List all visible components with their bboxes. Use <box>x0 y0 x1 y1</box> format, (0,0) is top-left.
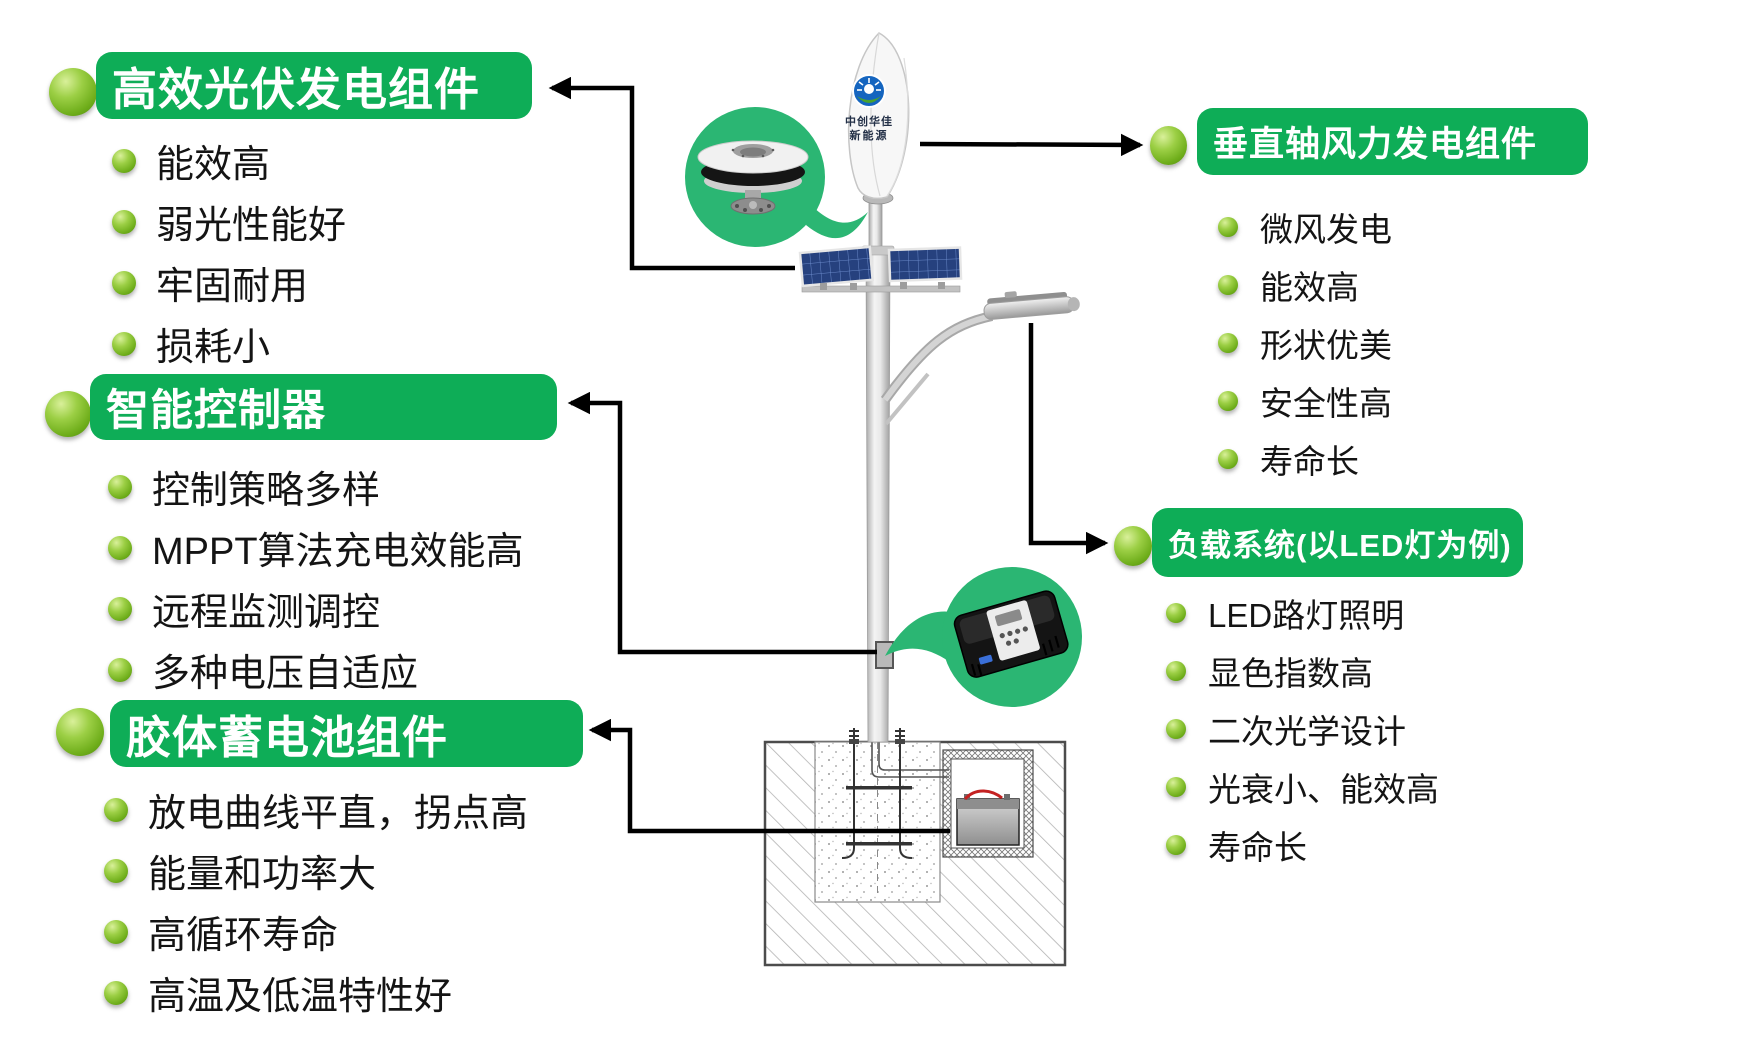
controller-section-ball <box>45 391 91 437</box>
panel-mount-bar <box>801 285 961 293</box>
wind-feature-list: 微风发电 能效高 形状优美 安全性高 寿命长 <box>1210 198 1392 488</box>
solar-panel-right <box>887 246 963 283</box>
bullet-ball-icon <box>104 980 128 1005</box>
battery-feature-item: 放电曲线平直，拐点高 <box>96 779 528 840</box>
bullet-ball-icon <box>104 858 128 883</box>
turbine-brand-line2: 新能源 <box>850 128 889 142</box>
load-feature-item: 显色指数高 <box>1158 642 1439 700</box>
bullet-ball-icon <box>108 474 132 499</box>
bullet-ball-icon <box>1218 449 1238 469</box>
battery-feature-list: 放电曲线平直，拐点高 能量和功率大 高循环寿命 高温及低温特性好 <box>96 779 528 1023</box>
turbine-brand-line1: 中创华佳 <box>845 114 893 128</box>
wind-feature-item: 能效高 <box>1210 256 1392 314</box>
bullet-ball-icon <box>112 270 136 295</box>
battery-section-header: 胶体蓄电池组件 <box>110 700 583 767</box>
turbine-generator-inset <box>685 107 868 247</box>
bullet-ball-icon <box>1166 835 1186 855</box>
foundation-drawing <box>763 728 1067 967</box>
controller-section-header: 智能控制器 <box>90 374 557 440</box>
bullet-ball-icon <box>104 797 128 822</box>
arrow-to-pv <box>548 76 795 271</box>
battery-feature-item: 高温及低温特性好 <box>96 962 528 1023</box>
arrow-to-controller <box>567 391 877 655</box>
controller-on-pole <box>875 641 894 669</box>
pv-feature-item: 弱光性能好 <box>104 191 346 252</box>
battery-cable <box>963 789 1003 801</box>
bullet-ball-icon <box>1218 333 1238 353</box>
bullet-ball-icon <box>1218 275 1238 295</box>
turbine-logo <box>852 74 886 108</box>
load-feature-item: 光衰小、能效高 <box>1158 758 1439 816</box>
bullet-ball-icon <box>1166 603 1186 623</box>
controller-feature-list: 控制策略多样 MPPT算法充电效能高 远程监测调控 多种电压自适应 <box>100 456 524 700</box>
load-feature-item: 二次光学设计 <box>1158 700 1439 758</box>
wind-feature-item: 寿命长 <box>1210 430 1392 488</box>
controller-feature-item: 控制策略多样 <box>100 456 524 517</box>
callout-arrows <box>548 76 1144 834</box>
solar-panels <box>798 245 963 293</box>
bullet-ball-icon <box>1166 661 1186 681</box>
controller-feature-item: 远程监测调控 <box>100 578 524 639</box>
battery-section-ball <box>56 708 104 756</box>
controller-inset <box>885 567 1082 707</box>
pv-feature-item: 损耗小 <box>104 313 346 374</box>
wind-feature-item: 微风发电 <box>1210 198 1392 256</box>
bullet-ball-icon <box>1218 391 1238 411</box>
bullet-ball-icon <box>1218 217 1238 237</box>
bullet-ball-icon <box>112 331 136 356</box>
bullet-ball-icon <box>1166 777 1186 797</box>
bullet-ball-icon <box>108 535 132 560</box>
arrow-to-battery <box>588 718 950 834</box>
controller-feature-item: MPPT算法充电效能高 <box>100 517 524 578</box>
wind-section-ball <box>1150 126 1187 165</box>
wind-turbine: 中创华佳 新能源 <box>845 32 910 205</box>
lamp-arm <box>880 311 994 426</box>
bullet-ball-icon <box>104 919 128 944</box>
conduit <box>871 742 949 778</box>
arrow-to-load <box>1028 323 1109 555</box>
load-section-header: 负载系统(以LED灯为例) <box>1152 508 1523 577</box>
led-lamp-head <box>983 291 1080 320</box>
anchor-bolts <box>841 728 913 859</box>
pv-section-ball <box>49 68 97 116</box>
controller-feature-item: 多种电压自适应 <box>100 639 524 700</box>
load-feature-list: LED路灯照明 显色指数高 二次光学设计 光衰小、能效高 寿命长 <box>1158 584 1439 874</box>
bullet-ball-icon <box>108 596 132 621</box>
load-feature-item: 寿命长 <box>1158 816 1439 874</box>
bullet-ball-icon <box>108 657 132 682</box>
bullet-ball-icon <box>1166 719 1186 739</box>
battery-feature-item: 高循环寿命 <box>96 901 528 962</box>
wind-section-header: 垂直轴风力发电组件 <box>1197 108 1588 175</box>
wind-feature-item: 形状优美 <box>1210 314 1392 372</box>
solar-panel-left <box>798 245 874 288</box>
bullet-ball-icon <box>112 148 136 173</box>
pv-feature-list: 能效高 弱光性能好 牢固耐用 损耗小 <box>104 130 346 374</box>
battery-vault <box>942 749 1034 858</box>
arrow-to-wind <box>919 133 1144 157</box>
pv-feature-item: 能效高 <box>104 130 346 191</box>
light-pole <box>861 195 895 743</box>
load-section-ball <box>1114 526 1152 566</box>
controller-box <box>953 590 1069 678</box>
load-feature-item: LED路灯照明 <box>1158 584 1439 642</box>
battery-feature-item: 能量和功率大 <box>96 840 528 901</box>
pv-section-header: 高效光伏发电组件 <box>96 52 532 119</box>
wind-feature-item: 安全性高 <box>1210 372 1392 430</box>
pv-feature-item: 牢固耐用 <box>104 252 346 313</box>
bullet-ball-icon <box>112 209 136 234</box>
